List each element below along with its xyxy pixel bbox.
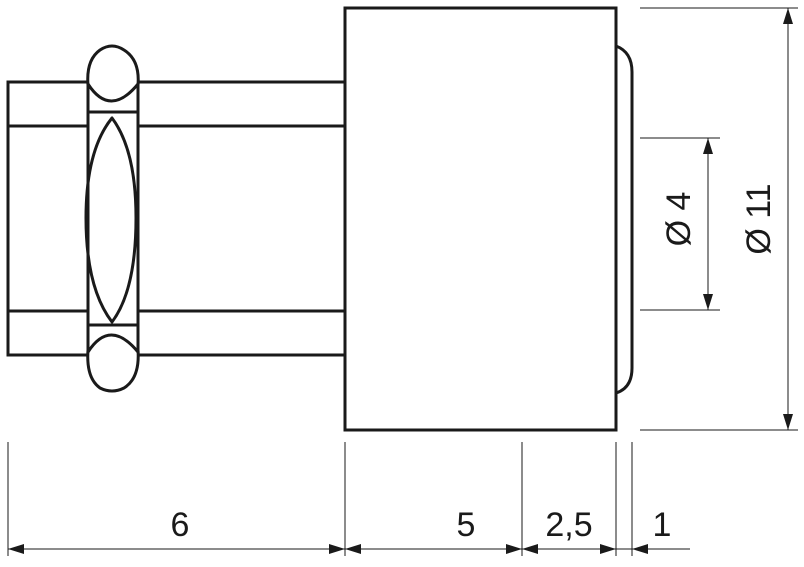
button-cap [343,6,618,432]
length-6-label: 6 [171,506,190,544]
diameter-11-label: Ø 11 [740,183,778,254]
diameter-extension-lines [640,7,798,431]
diameter-4-label: Ø 4 [660,192,698,247]
length-dimension-line [8,544,690,554]
length-1-label: 1 [653,506,672,544]
diameter-4-dimension [703,138,713,310]
length-extension-lines [7,442,633,556]
diameter-11-dimension [783,8,793,430]
plunger-lip [614,44,634,395]
length-5-label: 5 [457,506,476,544]
threaded-shaft [6,80,347,357]
length-2-5-label: 2,5 [545,506,592,544]
hex-nut [84,44,140,393]
